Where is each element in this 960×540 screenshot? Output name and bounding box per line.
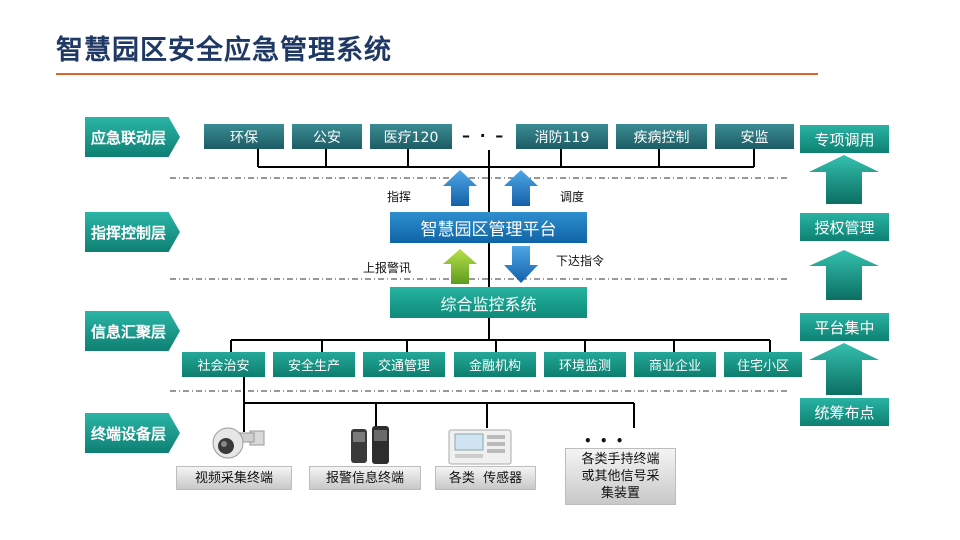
terminal-sensor: 各类 传感器 [435,466,536,490]
info-unit-production-safety: 安全生产 [273,352,355,377]
label-issue: 下达指令 [556,254,605,268]
right-special-call: 专项调用 [800,125,889,153]
right-up-arrow-2 [809,250,879,300]
linkage-ellipsis: – · – [462,126,506,145]
info-unit-environment: 环境监测 [544,352,626,377]
info-unit-public-security: 社会治安 [182,352,265,377]
info-unit-business: 商业企业 [634,352,716,377]
layer-label-command: 指挥控制层 [85,212,180,252]
label-report: 上报警讯 [363,261,412,275]
title-underline [56,73,818,75]
platform-box: 智慧园区管理平台 [390,212,587,243]
command-up-arrow [443,170,477,206]
layer-label-linkage: 应急联动层 [85,117,180,157]
monitor-box: 综合监控系统 [390,287,587,318]
label-command: 指挥 [387,190,412,204]
page-title: 智慧园区安全应急管理系统 [56,35,392,66]
issue-down-arrow [504,246,538,283]
right-overall-layout: 统筹布点 [800,398,889,426]
info-unit-residential: 住宅小区 [724,352,802,377]
linkage-unit-medical: 医疗120 [370,124,452,149]
terminal-handheld: 各类手持终端或其他信号采集装置 [565,448,676,505]
linkage-unit-environment: 环保 [204,124,284,149]
terminal-alarm: 报警信息终端 [309,466,421,490]
linkage-unit-disease: 疾病控制 [616,124,707,149]
right-authorization: 授权管理 [800,213,889,241]
layer-dividers [170,177,788,392]
layer-label-info: 信息汇聚层 [85,311,180,351]
right-up-arrow-3 [809,343,879,395]
infrared-detector-icon [351,426,389,464]
linkage-unit-fire: 消防119 [516,124,608,149]
info-unit-finance: 金融机构 [454,352,536,377]
terminal-video: 视频采集终端 [176,466,292,490]
linkage-unit-police: 公安 [292,124,362,149]
dome-camera-icon [212,427,265,459]
layer-label-terminal: 终端设备层 [85,413,180,453]
label-dispatch: 调度 [560,190,585,204]
dispatch-up-arrow [504,170,538,206]
linkage-unit-safety: 安监 [715,124,794,149]
right-platform-central: 平台集中 [800,313,889,341]
sensor-panel-icon [448,429,512,465]
terminal-ellipsis: • • • [584,434,626,448]
right-up-arrow-1 [809,155,879,204]
info-unit-traffic: 交通管理 [363,352,445,377]
report-up-arrow [443,249,477,284]
